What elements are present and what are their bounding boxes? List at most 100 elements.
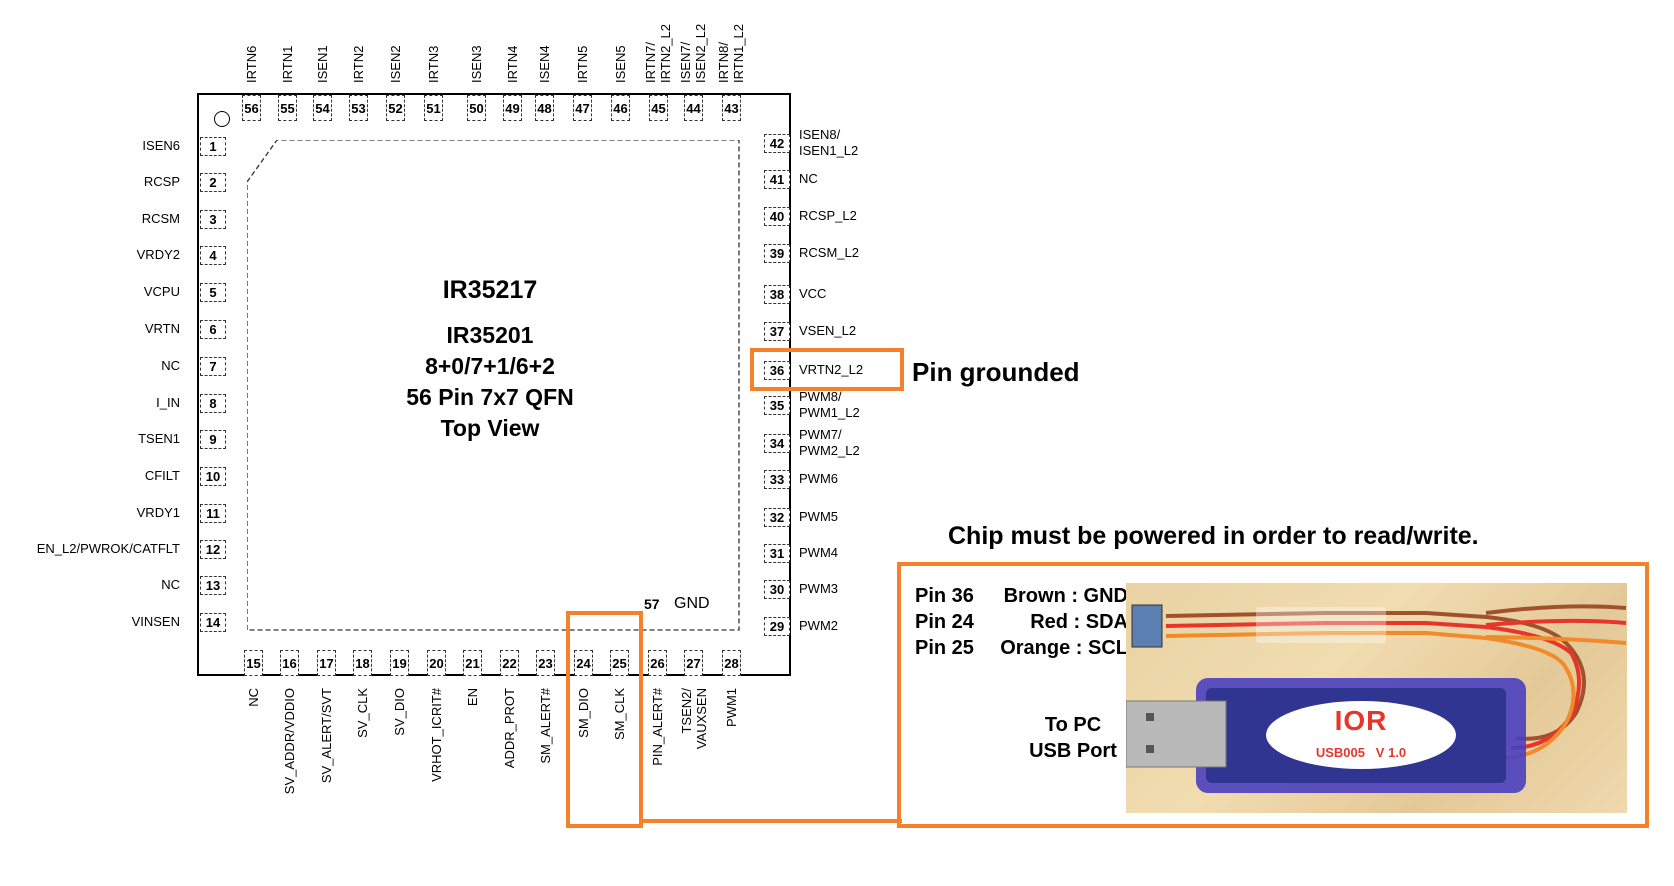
pin-name-label: IRTN6 bbox=[244, 45, 259, 83]
pin-number-box: 41 bbox=[764, 170, 790, 189]
pin-number-box: 9 bbox=[200, 430, 226, 449]
pin-number-box: 27 bbox=[684, 650, 703, 676]
pin-name-label: SM_ALERT# bbox=[538, 688, 553, 764]
pin-number-box: 31 bbox=[764, 544, 790, 563]
usb-programmer-photo: IOR USB005 V 1.0 bbox=[1126, 583, 1627, 813]
pin-number-box: 7 bbox=[200, 357, 226, 376]
pin-number-box: 28 bbox=[722, 650, 741, 676]
pin-number-box: 47 bbox=[573, 95, 592, 121]
pin-number-box: 45 bbox=[649, 95, 668, 121]
pin-number-box: 29 bbox=[764, 617, 790, 636]
chip-package-outline bbox=[197, 93, 791, 676]
wiring-wire-brown: Brown : GND bbox=[1003, 585, 1128, 607]
pin-number-box: 30 bbox=[764, 580, 790, 599]
connector-line bbox=[640, 819, 902, 823]
pin-name-label: RCSP_L2 bbox=[799, 208, 857, 223]
pin-name-label: NC bbox=[161, 358, 180, 373]
pin-number-box: 15 bbox=[244, 650, 263, 676]
power-note: Chip must be powered in order to read/wr… bbox=[948, 522, 1479, 550]
chip-package: 56 Pin 7x7 QFN bbox=[406, 384, 574, 410]
pin-number-box: 2 bbox=[200, 173, 226, 192]
usb-plug-icon bbox=[1126, 700, 1227, 768]
pin-name-label: VRDY2 bbox=[136, 247, 180, 262]
pin-number-box: 22 bbox=[500, 650, 519, 676]
pin-name-label: IRTN2 bbox=[351, 45, 366, 83]
pin-name-label: ISEN1 bbox=[315, 45, 330, 83]
pin-number-box: 49 bbox=[503, 95, 522, 121]
pin-number-box: 19 bbox=[390, 650, 409, 676]
pin-number-box: 21 bbox=[463, 650, 482, 676]
pin-name-label-line2: ISEN1_L2 bbox=[799, 143, 859, 158]
pin-name-label: ISEN5 bbox=[613, 45, 628, 83]
pin-name-label: ISEN8/ bbox=[799, 127, 841, 142]
ribbon-cable bbox=[1165, 604, 1627, 760]
pin-name-label-line2: PWM1_L2 bbox=[799, 405, 860, 420]
pin-number-box: 4 bbox=[200, 246, 226, 265]
pin-number-box: 56 bbox=[242, 95, 261, 121]
pin-name-label: PWM1 bbox=[724, 688, 739, 727]
pin-number-box: 52 bbox=[386, 95, 405, 121]
dongle-brand-logo: IOR bbox=[1334, 705, 1388, 736]
pin-number-box: 46 bbox=[611, 95, 630, 121]
pin-name-label: ISEN4 bbox=[537, 45, 552, 83]
pin-name-label: NC bbox=[799, 171, 818, 186]
pin-name-label: ISEN7/ bbox=[678, 41, 693, 83]
pin-name-label: TSEN1 bbox=[138, 431, 180, 446]
pin-name-label: SV_ADDR/VDDIO bbox=[282, 688, 297, 795]
wiring-pin-36: Pin 36 bbox=[915, 585, 974, 607]
pin-name-label: TSEN2/ bbox=[679, 688, 694, 734]
pin-name-label: IRTN7/ bbox=[643, 42, 658, 83]
pin-number-box: 38 bbox=[764, 285, 790, 304]
pin-name-label: RCSM bbox=[141, 211, 180, 226]
pin-number-box: 5 bbox=[200, 283, 226, 302]
pin-name-label: NC bbox=[161, 577, 180, 592]
usb-label-line2: USB Port bbox=[1029, 740, 1117, 762]
pin-name-label-line2: IRTN1_L2 bbox=[731, 23, 746, 83]
pin-number-box: 42 bbox=[764, 134, 790, 153]
pin-name-label: VRTN2_L2 bbox=[799, 362, 864, 377]
pin-name-label: PWM3 bbox=[799, 581, 838, 596]
pin-number-box: 13 bbox=[200, 576, 226, 595]
pin-name-label: IRTN3 bbox=[426, 45, 441, 83]
chip-part-number: IR35217 bbox=[442, 276, 538, 304]
pin-name-label: ADDR_PROT bbox=[502, 688, 517, 769]
pin-number-box: 24 bbox=[574, 650, 593, 676]
pin-name-label: PWM8/ bbox=[799, 389, 842, 404]
pin-name-label: PWM5 bbox=[799, 509, 838, 524]
pin-number-box: 35 bbox=[764, 396, 790, 415]
pin-name-label: VRDY1 bbox=[136, 505, 180, 520]
smbus-pins-highlight-box bbox=[566, 611, 643, 828]
pin-number-box: 26 bbox=[648, 650, 667, 676]
pin-number-box: 23 bbox=[536, 650, 555, 676]
wiring-pin-24: Pin 24 bbox=[915, 611, 974, 633]
pin-number-box: 44 bbox=[684, 95, 703, 121]
pin-number-box: 39 bbox=[764, 244, 790, 263]
pin-number-box: 51 bbox=[424, 95, 443, 121]
pin-name-label: RCSP bbox=[143, 174, 180, 189]
chip-config: 8+0/7+1/6+2 bbox=[425, 353, 555, 379]
pin-name-label-line2: PWM2_L2 bbox=[799, 443, 860, 458]
pin-number-box: 34 bbox=[764, 434, 790, 453]
pin-number-box: 6 bbox=[200, 320, 226, 339]
pin-name-label: VRHOT_ICRIT# bbox=[429, 688, 444, 782]
pin1-marker-icon bbox=[214, 111, 230, 127]
wiring-pin-25: Pin 25 bbox=[915, 637, 974, 659]
pin-number-box: 40 bbox=[764, 207, 790, 226]
pin-number-box: 10 bbox=[200, 467, 226, 486]
pin-number-box: 55 bbox=[278, 95, 297, 121]
pin-name-label: PWM4 bbox=[799, 545, 838, 560]
pin-name-label: PWM6 bbox=[799, 471, 838, 486]
usb-label-line1: To PC bbox=[1044, 714, 1102, 736]
wiring-wire-orange: Orange : SCL bbox=[1000, 637, 1128, 659]
pin-number-box: 54 bbox=[313, 95, 332, 121]
pin-grounded-label: Pin grounded bbox=[912, 357, 1080, 387]
pin-number-box: 53 bbox=[349, 95, 368, 121]
pin-name-label: VSEN_L2 bbox=[799, 323, 857, 338]
pin-name-label: IRTN4 bbox=[505, 45, 520, 83]
pin-name-label: NC bbox=[246, 688, 261, 707]
pin-number-box: 3 bbox=[200, 210, 226, 229]
pin-name-label: VINSEN bbox=[131, 614, 180, 629]
pin-name-label: EN bbox=[465, 688, 480, 707]
label-oval bbox=[1266, 701, 1456, 769]
pin36-highlight-box bbox=[750, 348, 904, 391]
